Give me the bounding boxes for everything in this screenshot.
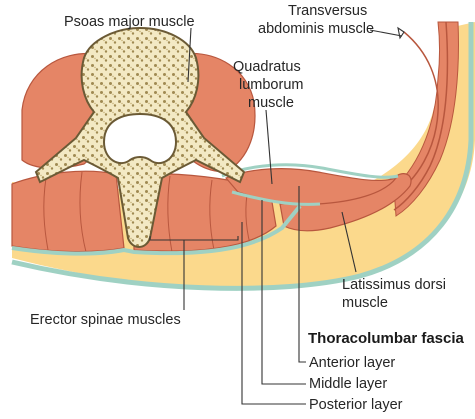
latissimus-label-line1: Latissimus dorsi (342, 277, 446, 293)
middle-layer-label: Middle layer (309, 376, 387, 392)
erector-spinae-left (12, 171, 124, 251)
quadratus-label-line2: lumborum (239, 77, 303, 93)
quadratus-label-line3: muscle (248, 95, 294, 111)
thoracolumbar-fascia-title: Thoracolumbar fascia (308, 330, 465, 347)
latissimus-label-line2: muscle (342, 295, 388, 311)
erector-spinae-label: Erector spinae muscles (30, 312, 181, 328)
transversus-label-line2: abdominis muscle (258, 21, 374, 37)
vertebral-foramen (104, 114, 176, 163)
psoas-label: Psoas major muscle (64, 14, 195, 30)
posterior-layer-label: Posterior layer (309, 397, 403, 413)
anterior-layer-label: Anterior layer (309, 355, 395, 371)
quadratus-label-line1: Quadratus (233, 59, 301, 75)
transversus-label-line1: Transversus (288, 3, 367, 19)
